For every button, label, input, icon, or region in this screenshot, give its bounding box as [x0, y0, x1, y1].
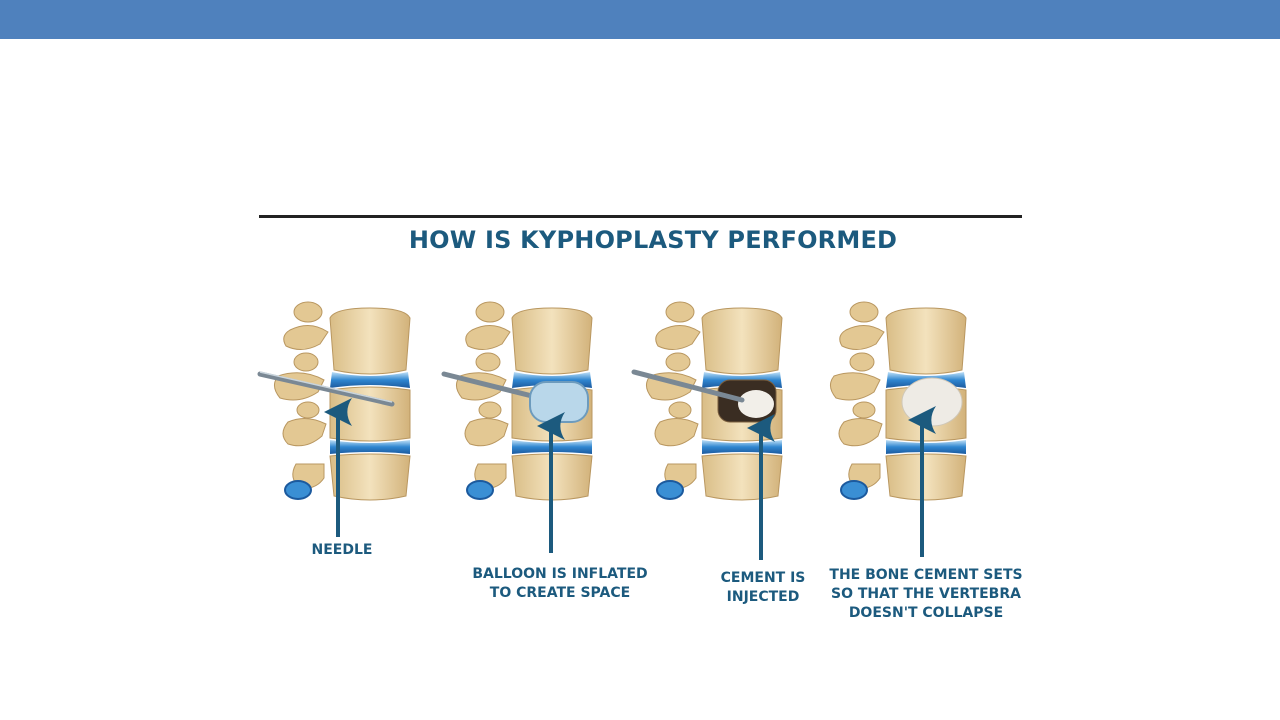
- step-label-balloon: BALLOON IS INFLATED TO CREATE SPACE: [460, 565, 660, 603]
- header-bar: [0, 0, 1280, 39]
- step-label-line: DOESN'T COLLAPSE: [848, 605, 1004, 621]
- step-label-line: NEEDLE: [311, 542, 373, 558]
- step-label-line: THE BONE CEMENT SETS: [829, 567, 1023, 583]
- step-label-set-cement: THE BONE CEMENT SETS SO THAT THE VERTEBR…: [826, 566, 1026, 623]
- step-label-line: BALLOON IS INFLATED: [472, 566, 648, 582]
- step-label-line: SO THAT THE VERTEBRA: [831, 586, 1021, 602]
- diagram-title: HOW IS KYPHOPLASTY PERFORMED: [408, 226, 898, 254]
- vertebra-step-balloon: [441, 301, 593, 553]
- step-label-cement: CEMENT IS INJECTED: [703, 569, 823, 607]
- vertebra-step-cement: [631, 301, 783, 560]
- step-label-line: INJECTED: [726, 589, 800, 605]
- vertebra-step-needle: [257, 301, 411, 537]
- step-label-line: CEMENT IS: [720, 570, 806, 586]
- vertebra-step-set-cement: [829, 301, 967, 557]
- step-label-line: TO CREATE SPACE: [489, 585, 631, 601]
- step-label-needle: NEEDLE: [282, 541, 402, 560]
- title-rule: [259, 215, 1022, 218]
